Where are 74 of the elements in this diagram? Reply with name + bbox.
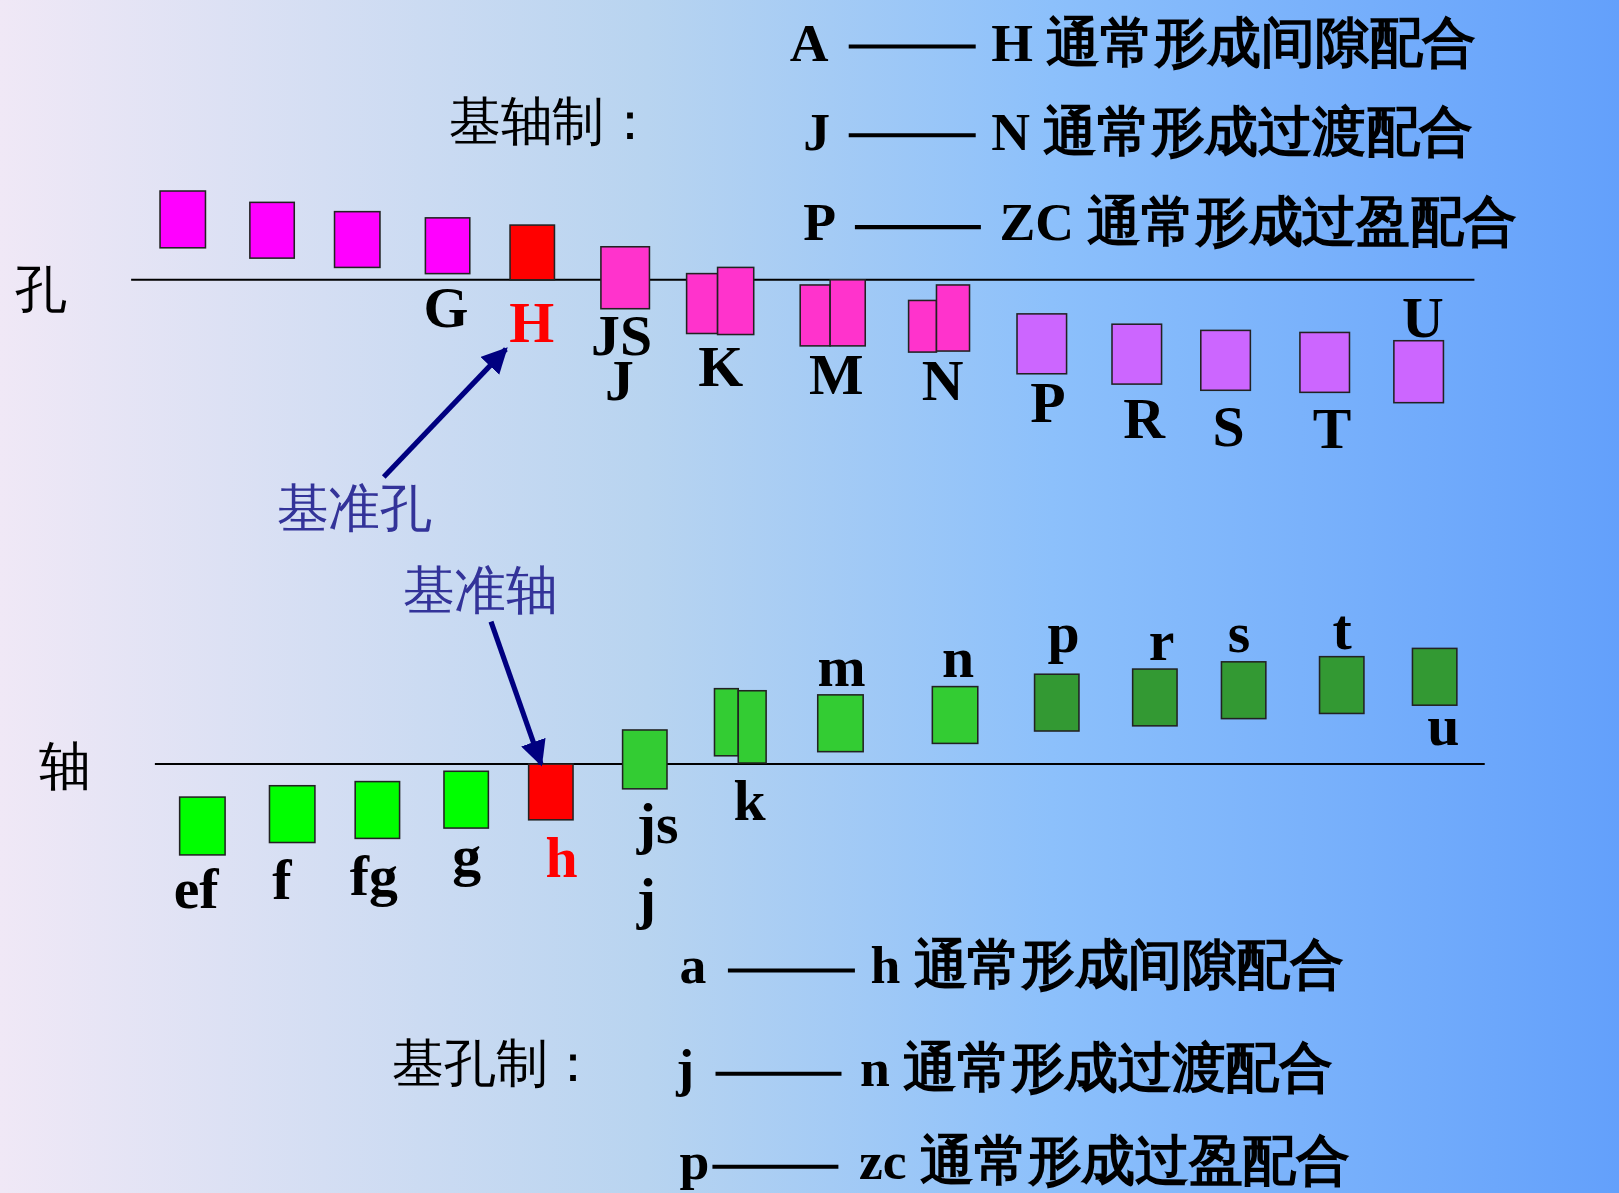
tolerance-zone-rect	[1016, 313, 1068, 375]
tolerance-zone-rect	[1200, 329, 1252, 392]
tolerance-zone-rect	[333, 210, 381, 269]
fit-rule-text: a	[679, 938, 707, 993]
fit-rule-text: 基轴制：	[449, 96, 656, 148]
tolerance-letter: P	[1030, 373, 1066, 432]
fit-rule-text: h 通常形成间隙配合	[870, 938, 1344, 993]
axis-label: 轴	[39, 740, 91, 792]
tolerance-letter: k	[733, 771, 766, 830]
callout-text: 基准孔	[276, 482, 432, 534]
fit-rule-text: N 通常形成过渡配合	[991, 105, 1473, 159]
tolerance-zone-rect	[816, 694, 864, 753]
tolerance-letter: T	[1312, 399, 1352, 458]
tolerance-letter: m	[817, 637, 866, 695]
tolerance-zone-rect	[1318, 655, 1365, 715]
tolerance-letter: K	[698, 337, 744, 396]
tolerance-letter: h	[545, 828, 578, 886]
tolerance-letter: N	[921, 351, 964, 409]
tolerance-zone-rect	[1033, 673, 1080, 732]
tolerance-letter: U	[1401, 288, 1444, 346]
tolerance-letter: fg	[349, 846, 398, 905]
tolerance-letter: f	[272, 850, 292, 909]
tolerance-zone-rect	[1393, 339, 1445, 404]
tolerance-zone-rect	[509, 224, 556, 281]
tolerance-zone-rect	[443, 770, 490, 829]
tolerance-letter: R	[1123, 389, 1165, 448]
tolerance-zone-rect	[737, 689, 767, 764]
tolerance-letter: H	[509, 293, 555, 352]
callout-text: 基准轴	[402, 564, 558, 617]
fit-rule-text: 基孔制：	[392, 1037, 599, 1090]
tolerance-letter: s	[1227, 603, 1251, 661]
tolerance-letter: n	[942, 628, 975, 687]
fit-rule-text: j	[676, 1041, 695, 1096]
tolerance-letter: ef	[173, 859, 219, 917]
tolerance-letter: G	[423, 278, 469, 337]
tolerance-zone-rect	[907, 299, 938, 353]
tolerance-zone-rect	[713, 687, 739, 757]
arrow	[381, 347, 508, 479]
tolerance-zone-rect	[829, 279, 866, 347]
tolerance-zone-rect	[716, 266, 755, 336]
tolerance-letter: S	[1212, 397, 1245, 456]
tolerance-zone-rect	[159, 190, 207, 249]
tolerance-zone-rect	[621, 729, 668, 790]
tolerance-letter: M	[809, 345, 864, 404]
fit-rule-text: P	[803, 195, 837, 249]
fit-rule-text: J	[803, 105, 831, 159]
fit-rule-text: H 通常形成间隙配合	[991, 16, 1476, 71]
fit-rule-text: A	[789, 16, 829, 71]
tolerance-letter: j	[636, 869, 656, 928]
tolerance-zone-rect	[1411, 647, 1458, 706]
axis-label: 孔	[15, 263, 68, 315]
tolerance-zone-rect	[1220, 661, 1267, 720]
tolerance-zone-rect	[268, 784, 316, 844]
arrow	[488, 620, 546, 767]
fit-rule-text: ZC 通常形成过盈配合	[999, 195, 1517, 249]
tolerance-zone-rect	[354, 780, 401, 840]
fit-rule-text: n 通常形成过渡配合	[860, 1041, 1333, 1096]
tolerance-zone-rect	[249, 201, 296, 259]
tolerance-zone-rect	[424, 217, 471, 275]
fit-rule-text: zc 通常形成过盈配合	[859, 1134, 1350, 1189]
tolerance-zone-rect	[178, 796, 226, 856]
tolerance-zone-rect	[685, 272, 719, 335]
tolerance-zone-rect	[935, 284, 971, 352]
tolerance-zone-rect	[799, 284, 831, 347]
tolerance-letter: t	[1332, 600, 1352, 659]
tolerance-zone-rect	[1299, 331, 1351, 394]
tolerance-zone-rect	[931, 685, 979, 745]
tolerance-zone-rect	[1111, 323, 1163, 385]
tolerance-zone-rect	[527, 763, 574, 821]
tolerance-zone-rect	[600, 246, 651, 310]
fit-rule-text: p	[679, 1134, 710, 1189]
tolerance-letter: u	[1427, 696, 1460, 755]
tolerance-letter: r	[1148, 611, 1175, 670]
tolerance-zone-rect	[1131, 668, 1178, 727]
